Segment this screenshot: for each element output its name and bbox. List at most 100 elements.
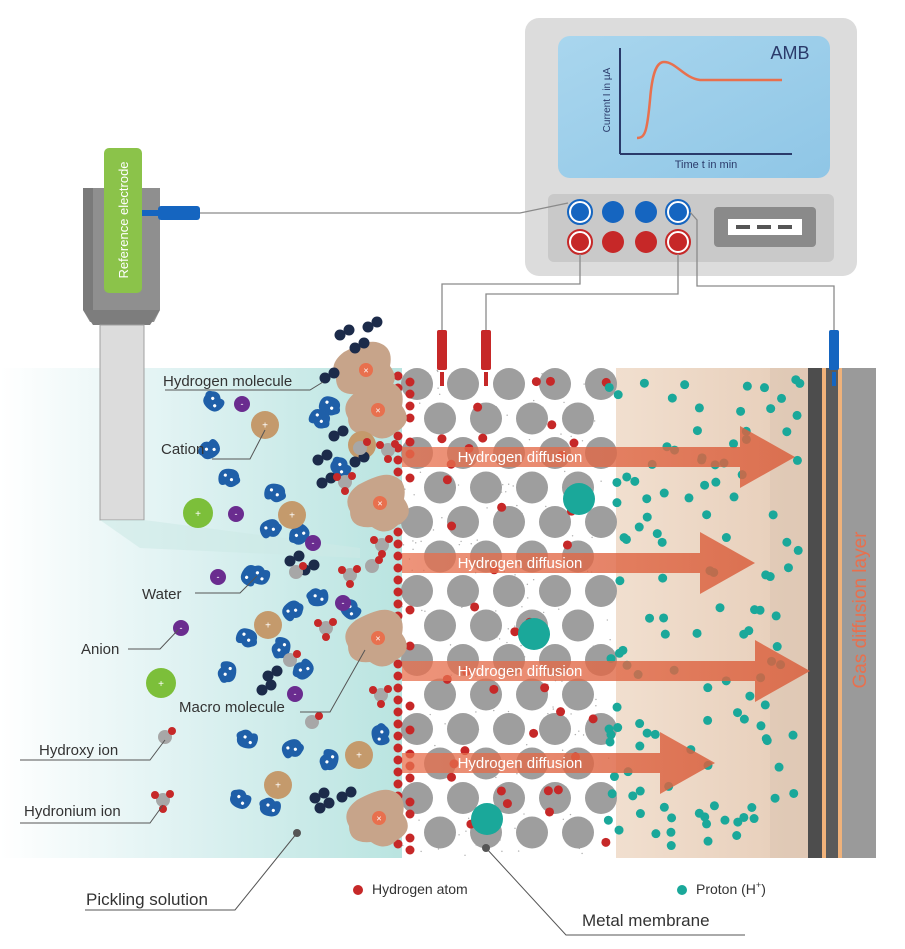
- diffusion-arrow-2: [402, 532, 755, 594]
- hydroxy-ion: [305, 712, 323, 729]
- hydronium-ion: [338, 565, 361, 588]
- hydrogen-atom: [393, 527, 403, 537]
- proton: [614, 825, 624, 835]
- proton: [666, 827, 676, 837]
- proton: [793, 545, 803, 555]
- hydrogen-atom: [393, 755, 403, 765]
- diffusion-arrow-3: [402, 640, 810, 702]
- svg-text:+: +: [289, 511, 295, 522]
- red-connector-1: [437, 330, 447, 386]
- proton: [739, 714, 749, 724]
- proton: [635, 786, 645, 796]
- hydrogen-atom: [588, 714, 598, 724]
- metal-atom: [539, 782, 571, 814]
- hydrogen-atom: [393, 695, 403, 705]
- svg-text:-: -: [342, 598, 345, 608]
- blue-port-2[interactable]: [602, 201, 624, 223]
- hydrogen-atom: [393, 563, 403, 573]
- gas-diffusion-layer: [808, 368, 876, 858]
- proton: [694, 403, 704, 413]
- svg-text:+: +: [262, 421, 268, 432]
- proton: [666, 841, 676, 851]
- water-molecule: [198, 439, 220, 460]
- graph-ylabel: Current I in µA: [602, 67, 613, 132]
- svg-text:×: ×: [375, 406, 380, 416]
- proton: [604, 724, 614, 734]
- proton: [603, 815, 613, 825]
- proton: [721, 533, 731, 543]
- hydrogen-atom: [393, 743, 403, 753]
- blue-port-4[interactable]: [667, 201, 689, 223]
- hydrogen-atom: [447, 521, 457, 531]
- water-molecule: [319, 748, 339, 771]
- hydronium-ion: [376, 440, 399, 463]
- red-port-3[interactable]: [635, 231, 657, 253]
- water-molecule: [203, 390, 225, 412]
- water-molecule: [292, 658, 314, 680]
- proton: [795, 378, 805, 388]
- proton: [667, 813, 677, 823]
- proton: [783, 563, 793, 573]
- permeation-curve: [636, 60, 782, 140]
- proton: [788, 730, 798, 740]
- blue-port-1[interactable]: [569, 201, 591, 223]
- reference-electrode-label: Reference electrode: [116, 161, 131, 278]
- blue-port-3[interactable]: [635, 201, 657, 223]
- proton: [770, 793, 780, 803]
- graph-xlabel: Time t in min: [675, 159, 738, 171]
- proton: [736, 406, 746, 416]
- proton: [774, 762, 784, 772]
- proton: [660, 629, 670, 639]
- hydronium-ion: [369, 685, 392, 708]
- metal-atom: [401, 713, 433, 745]
- svg-text:×: ×: [376, 814, 381, 824]
- cation: +: [345, 741, 373, 769]
- proton: [747, 803, 757, 813]
- metal-atom: [562, 678, 594, 711]
- metal-atom: [539, 368, 571, 400]
- hydrogen-atom: [393, 539, 403, 549]
- hydrogen-atom: [601, 837, 611, 847]
- red-port-2[interactable]: [602, 231, 624, 253]
- proton: [766, 404, 776, 414]
- hydrogen-atom: [393, 467, 403, 477]
- proton: [742, 381, 752, 391]
- metal-atom: [585, 575, 617, 607]
- water-molecule: [271, 637, 291, 659]
- water-molecule: [248, 565, 271, 585]
- red-port-1[interactable]: [569, 231, 591, 253]
- proton: [613, 390, 623, 400]
- proton: [692, 628, 702, 638]
- diffusion-label-3: Hydrogen diffusion: [458, 663, 583, 680]
- metal-atom: [585, 782, 617, 814]
- hydrogen-atom: [405, 605, 415, 615]
- water-molecule: [371, 723, 390, 746]
- metal-atom: [470, 678, 502, 711]
- metal-atom: [401, 782, 433, 814]
- macro-molecule-label: Macro molecule: [179, 699, 285, 716]
- blue-connector: [829, 330, 839, 386]
- hydroxy-ion-label: Hydroxy ion: [39, 742, 118, 759]
- metal-atom: [470, 609, 502, 642]
- hydrogen-molecule: [328, 425, 349, 442]
- proton: [703, 836, 713, 846]
- metal-atom: [585, 368, 617, 400]
- svg-text:-: -: [180, 623, 183, 633]
- proton: [604, 382, 614, 392]
- svg-text:-: -: [294, 689, 297, 699]
- proton: [612, 702, 622, 712]
- diffusion-label-4: Hydrogen diffusion: [458, 755, 583, 772]
- hydrogen-molecule: [262, 665, 283, 682]
- hydrogen-molecule: [362, 316, 383, 333]
- anion: -: [173, 620, 189, 636]
- hydrogen-molecule: [349, 337, 370, 354]
- metal-membrane-label: Metal membrane: [582, 911, 710, 930]
- hydrogen-atom: [496, 786, 506, 796]
- amb-device: AMB Current I in µA Time t in min: [525, 18, 857, 276]
- proton: [613, 723, 623, 733]
- hydrogen-atom: [437, 434, 447, 444]
- hydrogen-atom: [393, 779, 403, 789]
- metal-membrane-marker: [482, 844, 490, 852]
- metal-atom: [516, 402, 548, 435]
- red-port-4[interactable]: [667, 231, 689, 253]
